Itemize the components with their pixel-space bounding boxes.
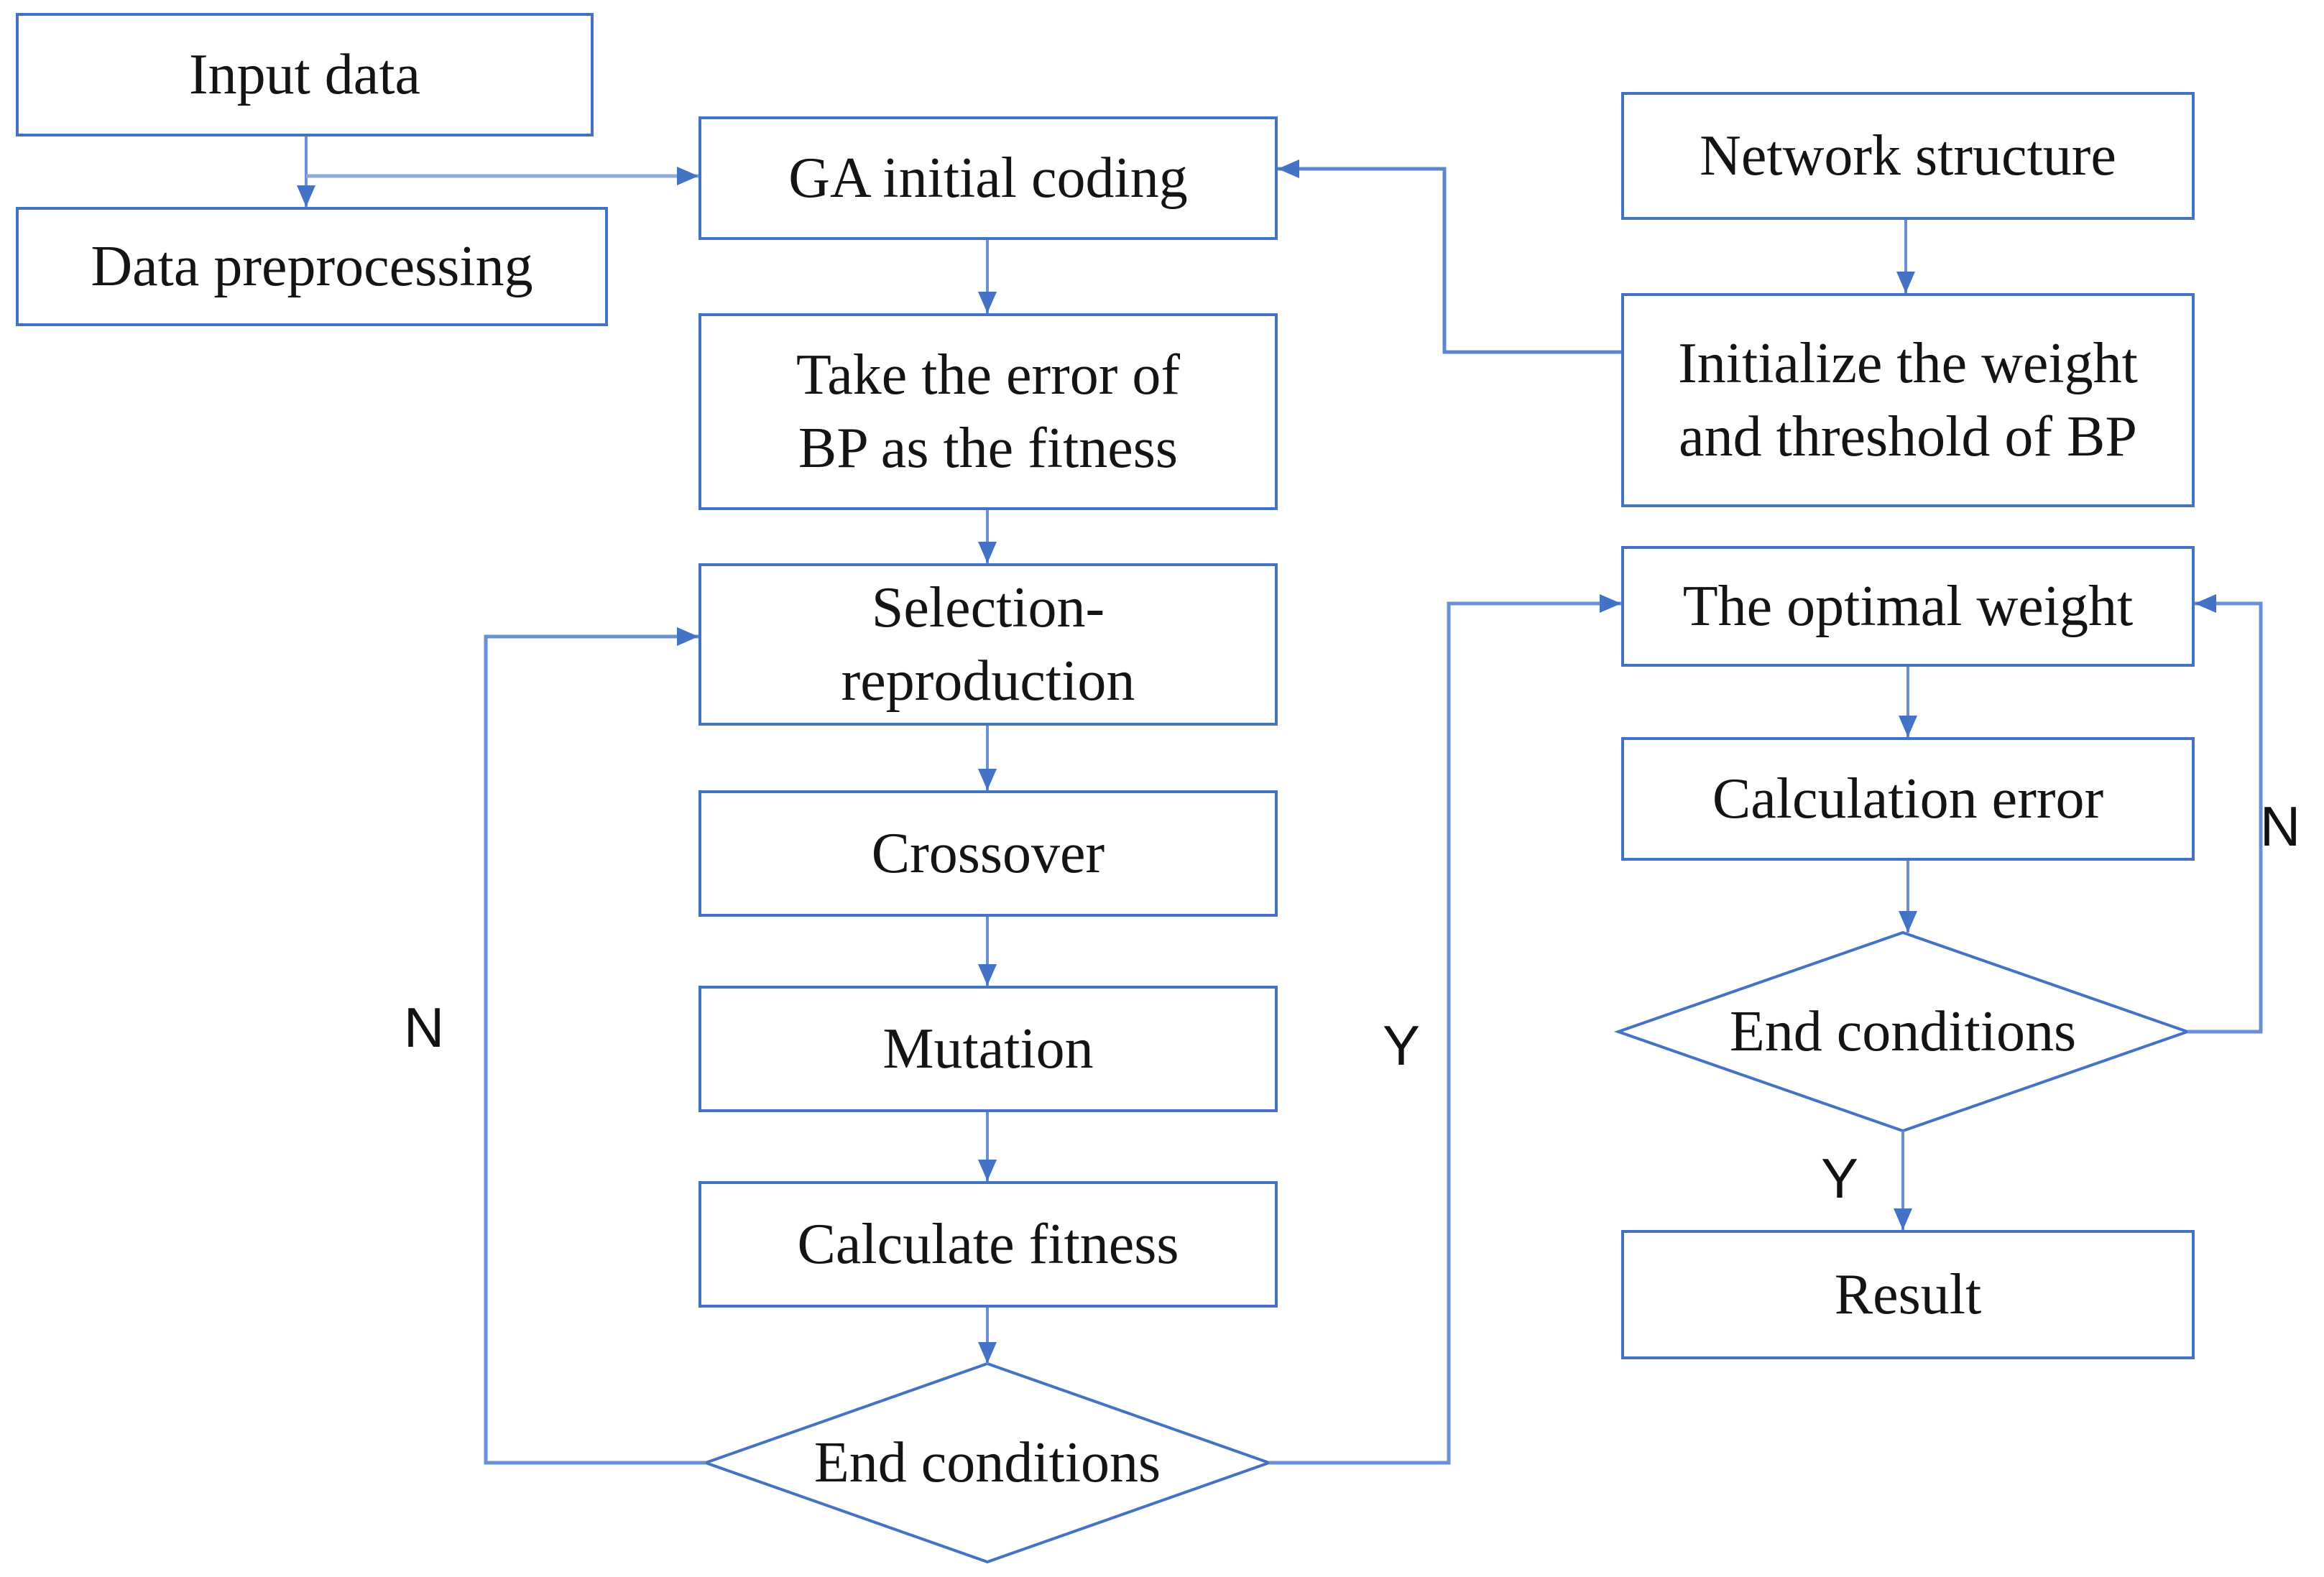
node-data-preprocessing: Data preprocessing	[16, 207, 608, 326]
node-crossover: Crossover	[698, 790, 1278, 917]
node-mutation: Mutation	[698, 986, 1278, 1112]
node-label: Data preprocessing	[91, 234, 533, 298]
node-label: Calculation error	[1712, 767, 2104, 831]
edge-endcond-n-to-optimal	[2187, 594, 2263, 1034]
node-label: GA initial coding	[788, 146, 1188, 210]
branch-label-y-bp-loop: Y	[1820, 1146, 1859, 1210]
branch-label-n-ga-loop: N	[403, 995, 445, 1059]
node-ga-initial-coding: GA initial coding	[698, 116, 1278, 240]
node-calculation-error: Calculation error	[1621, 737, 2195, 861]
node-label: Mutation	[882, 1017, 1094, 1081]
branch-label-n-bp-loop: N	[2259, 794, 2301, 858]
decision-diamond-ga-shape	[701, 1361, 1274, 1564]
node-initialize-bp: Initialize the weight and threshold of B…	[1621, 293, 2195, 507]
node-take-error-fitness: Take the error of BP as the fitness	[698, 313, 1278, 510]
edge-endcond-n-loop-to-selection	[484, 627, 706, 1465]
node-label: Initialize the weight and threshold of B…	[1678, 331, 2138, 468]
node-result: Result	[1621, 1230, 2195, 1359]
node-label: Take the error of BP as the fitness	[796, 343, 1181, 480]
node-label: Selection- reproduction	[841, 575, 1135, 713]
edge-initialize-to-ga	[1278, 159, 1621, 354]
node-label: The optimal weight	[1682, 574, 2134, 638]
node-selection-reproduction: Selection- reproduction	[698, 563, 1278, 726]
node-label: Crossover	[871, 821, 1105, 885]
node-end-conditions-ga: End conditions	[706, 1364, 1269, 1562]
node-label: End conditions	[1729, 999, 2077, 1063]
node-input-data: Input data	[16, 13, 594, 137]
edge-endcond-y-to-optimal	[1269, 594, 1621, 1465]
node-label: Network structure	[1700, 124, 2116, 188]
node-optimal-weight: The optimal weight	[1621, 546, 2195, 667]
branch-label-y-ga-loop: Y	[1382, 1013, 1421, 1077]
node-label: Calculate fitness	[797, 1212, 1179, 1276]
node-label: End conditions	[813, 1430, 1161, 1494]
node-label: Result	[1834, 1262, 1982, 1326]
node-calculate-fitness: Calculate fitness	[698, 1181, 1278, 1308]
node-network-structure: Network structure	[1621, 92, 2195, 220]
node-end-conditions-bp: End conditions	[1618, 933, 2187, 1131]
node-label: Input data	[188, 42, 421, 106]
